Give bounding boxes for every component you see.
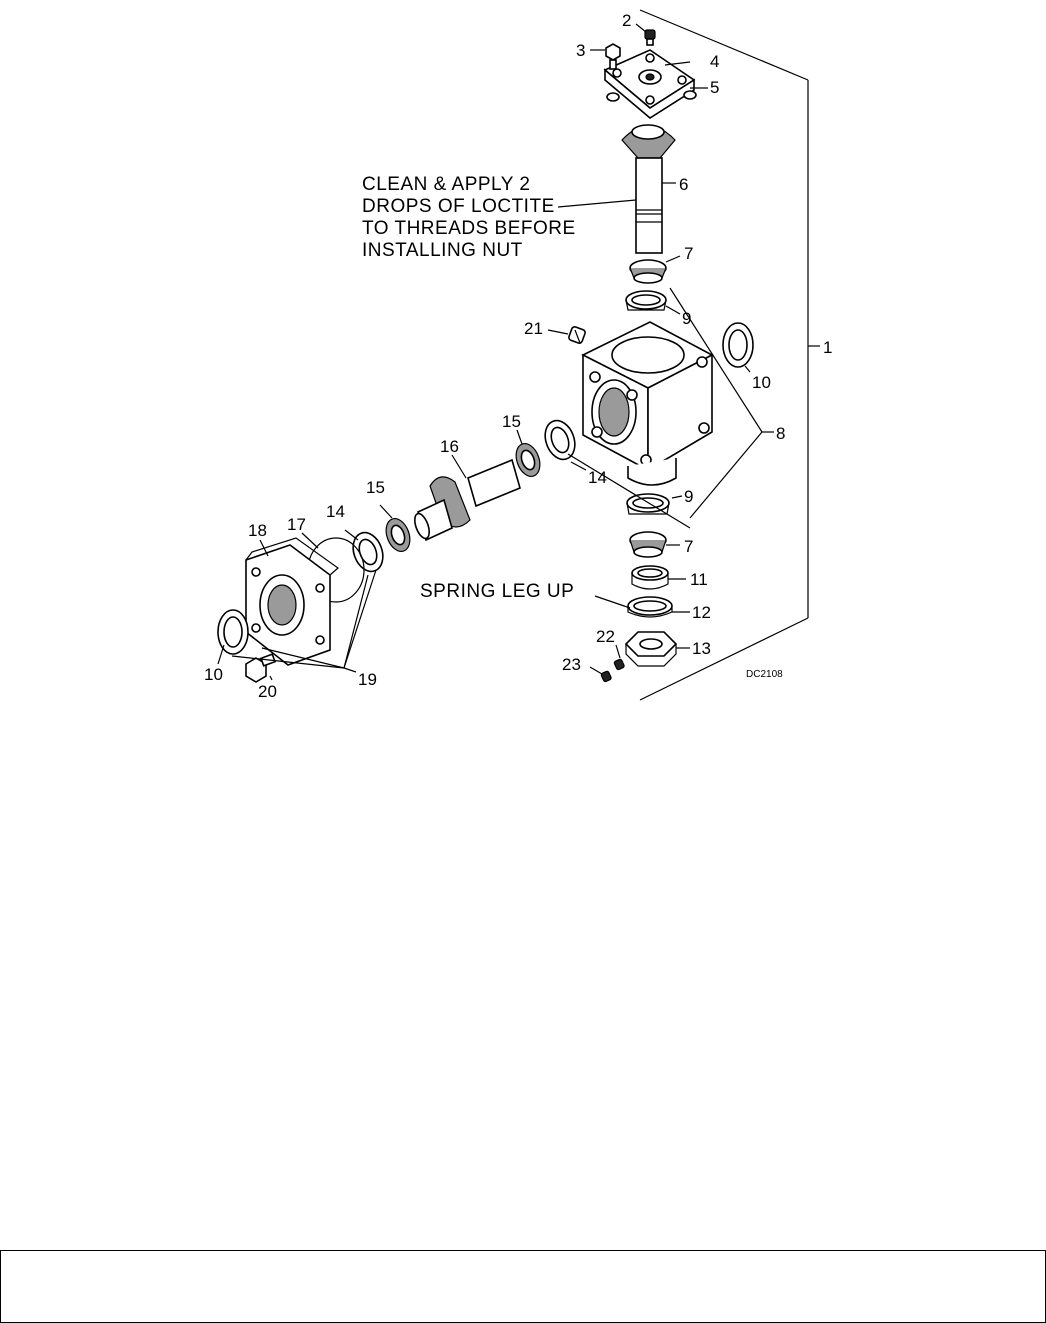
callout-10-left: 10 — [204, 665, 223, 684]
loctite-note-line-4: INSTALLING NUT — [362, 240, 523, 261]
callout-3: 3 — [576, 41, 585, 60]
callout-9-top: 9 — [682, 309, 691, 328]
callout-12: 12 — [692, 603, 711, 622]
hex-plug — [605, 43, 621, 70]
loctite-note-line-1: CLEAN & APPLY 2 — [362, 174, 530, 195]
exploded-gearbox-diagram: 1 2 3 4 5 6 7 9 21 10 8 15 16 14 9 15 14… — [204, 9, 832, 701]
leader-lines — [217, 23, 774, 681]
set-screw-lower — [600, 670, 612, 683]
callout-21: 21 — [524, 319, 543, 338]
callout-13: 13 — [692, 639, 711, 658]
loctite-note: CLEAN & APPLY 2 DROPS OF LOCTITE TO THRE… — [362, 174, 576, 261]
callout-15-center: 15 — [502, 412, 521, 431]
callout-10-right: 10 — [752, 373, 771, 392]
input-gear-shaft — [414, 458, 521, 542]
callout-7-top: 7 — [684, 244, 693, 263]
callout-labels: 1 2 3 4 5 6 7 9 21 10 8 15 16 14 9 15 14… — [204, 11, 832, 701]
cap-screw — [245, 653, 277, 683]
spring-washer — [627, 596, 673, 618]
assembly-bracket — [639, 9, 820, 701]
bearing-cone-bottom — [629, 531, 667, 558]
callout-4: 4 — [710, 52, 719, 71]
gearbox-housing — [581, 321, 714, 486]
set-screw-upper — [613, 658, 625, 671]
callout-14-center: 14 — [588, 468, 607, 487]
gasket — [606, 90, 697, 102]
bearing-cup-left — [352, 531, 384, 573]
bearing-cup-center — [544, 419, 576, 461]
loctite-note-line-3: TO THREADS BEFORE — [362, 218, 576, 239]
oil-seal-right — [722, 322, 754, 368]
top-cover-plate — [603, 49, 696, 119]
callout-5: 5 — [710, 78, 719, 97]
loctite-note-line-2: DROPS OF LOCTITE — [362, 196, 555, 217]
callout-16: 16 — [440, 437, 459, 456]
callout-19: 19 — [358, 670, 377, 689]
spacer-ring — [631, 565, 669, 590]
callout-8: 8 — [776, 424, 785, 443]
bearing-cone-top — [629, 259, 667, 284]
callout-22: 22 — [596, 627, 615, 646]
callout-7-bottom: 7 — [684, 537, 693, 556]
bearing-cone-center — [515, 442, 541, 478]
callout-2: 2 — [622, 11, 631, 30]
spring-leg-note: SPRING LEG UP — [420, 581, 574, 602]
vent-cap — [644, 29, 656, 46]
oil-seal-left — [217, 609, 249, 655]
pinion-gear-shaft — [621, 124, 676, 254]
side-cover — [245, 537, 339, 666]
drawing-code: DC2108 — [746, 669, 783, 680]
breather-fitting — [568, 326, 586, 344]
footer-box — [0, 1250, 1046, 1323]
callout-14-left: 14 — [326, 502, 345, 521]
callout-9-bottom: 9 — [684, 487, 693, 506]
callout-23: 23 — [562, 655, 581, 674]
callout-20: 20 — [258, 682, 277, 701]
bearing-cup-top — [625, 290, 667, 311]
callout-17: 17 — [287, 515, 306, 534]
callout-11: 11 — [690, 570, 708, 589]
bearing-cone-left — [385, 517, 411, 553]
slotted-nut — [624, 631, 678, 667]
callout-1: 1 — [823, 338, 832, 357]
callout-18: 18 — [248, 521, 267, 540]
callout-6: 6 — [679, 175, 688, 194]
callout-15-left: 15 — [366, 478, 385, 497]
